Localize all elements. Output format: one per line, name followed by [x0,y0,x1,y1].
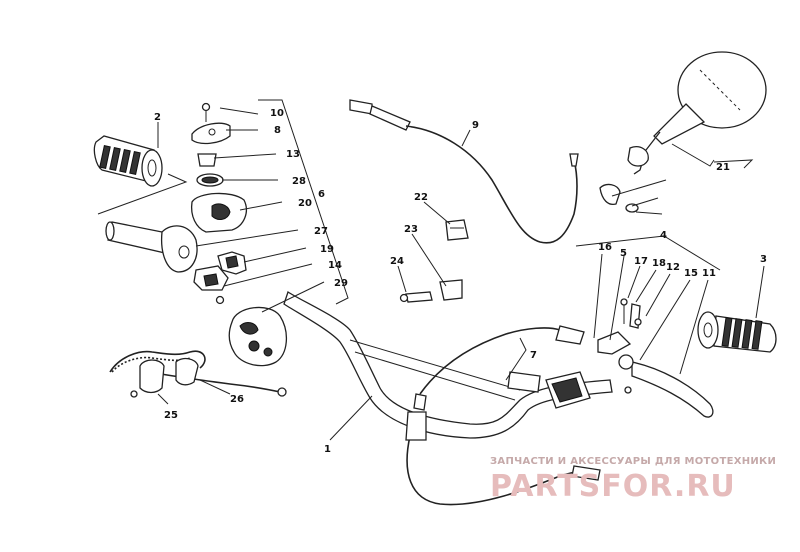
bracket-22 [445,219,469,241]
watermark-logo: PARTSFOR.RU [490,469,736,504]
label-15: 15 [684,268,698,279]
wiring-harness [109,350,287,398]
lever-perch [545,298,642,409]
label-2: 2 [154,112,161,123]
part-labels: 2 10 8 13 6 28 20 27 19 14 29 25 26 1 9 … [154,108,767,455]
cable-7 [405,325,601,506]
label-10: 10 [270,108,284,119]
screw-10 [201,102,211,122]
handlebar [283,290,613,439]
label-26: 26 [230,394,244,405]
label-14: 14 [328,260,342,271]
nut-13 [197,153,217,167]
label-4: 4 [660,230,667,241]
label-5: 5 [620,248,627,259]
throttle-housing-20 [190,192,247,233]
label-19: 19 [320,244,334,255]
watermark: ЗАПЧАСТИ И АКСЕССУАРЫ ДЛЯ МОТОТЕХНИКИ PA… [490,456,776,504]
label-20: 20 [298,198,312,209]
label-25: 25 [164,410,178,421]
bolt-24 [399,291,433,303]
label-28: 28 [292,176,306,187]
label-24: 24 [390,256,404,267]
mirror-21 [599,51,767,213]
screw-bottom [215,295,225,305]
bracket-23 [439,279,463,301]
left-grip [93,135,163,187]
label-6: 6 [318,189,325,200]
label-21: 21 [716,162,730,173]
cable-9 [349,99,579,244]
cover-8 [191,122,231,145]
label-3: 3 [760,254,767,265]
label-16: 16 [598,242,612,253]
seal-28 [196,173,224,187]
label-13: 13 [286,149,300,160]
lever-11 [618,354,714,418]
label-23: 23 [404,224,418,235]
label-7: 7 [530,350,537,361]
leader-lines [97,99,765,441]
switch-housing-29 [228,306,287,367]
label-11: 11 [702,268,716,279]
throttle-tube [105,221,198,273]
label-12: 12 [666,262,680,273]
label-1: 1 [324,444,331,455]
clamp-14 [193,265,229,291]
label-8: 8 [274,125,281,136]
label-22: 22 [414,192,428,203]
label-27: 27 [314,226,328,237]
label-29: 29 [334,278,348,289]
label-18: 18 [652,258,666,269]
label-17: 17 [634,256,648,267]
right-grip [697,311,777,353]
watermark-tagline: ЗАПЧАСТИ И АКСЕССУАРЫ ДЛЯ МОТОТЕХНИКИ [490,456,776,467]
label-9: 9 [472,120,479,131]
